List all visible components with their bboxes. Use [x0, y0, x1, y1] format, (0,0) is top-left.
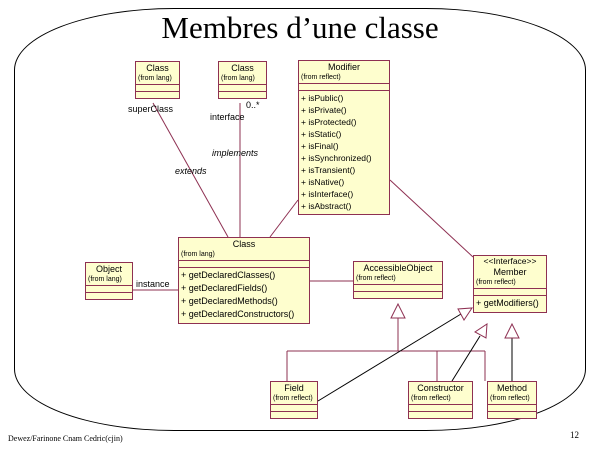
class-from-package: (from lang): [181, 251, 215, 258]
slide-page-number: 12: [570, 430, 579, 440]
class-name: AccessibleObject: [363, 263, 433, 273]
accessibleobject-generalization-triangle: [390, 302, 406, 319]
empty-operations-compartment: [488, 411, 536, 418]
label-instance: instance: [136, 279, 170, 289]
empty-operations-compartment: [354, 291, 442, 298]
empty-attributes-compartment: [219, 84, 266, 91]
label-implements: implements: [212, 148, 259, 158]
modifier-class-association-line: [269, 199, 299, 238]
class-name: Constructor: [417, 383, 464, 393]
class-box-main: Class (from lang) + getDeclaredClasses()…: [178, 237, 310, 324]
modifier-operations-compartment: + isPublic() + isPrivate() + isProtected…: [299, 90, 389, 214]
empty-attributes-compartment: [409, 404, 472, 411]
method-item: + getModifiers(): [476, 298, 539, 308]
constructor-class-box: Constructor (from reflect): [408, 381, 473, 419]
method-item: + isPrivate(): [301, 105, 347, 115]
class-operations-compartment: + getDeclaredClasses() + getDeclaredFiel…: [179, 267, 309, 323]
method-item: + isFinal(): [301, 141, 339, 151]
class-name: Method: [496, 383, 528, 393]
empty-operations-compartment: [86, 292, 132, 299]
class-name: Object: [95, 264, 122, 274]
method-class-box: Method (from reflect): [487, 381, 537, 419]
class-from-package: (from reflect): [476, 279, 516, 286]
empty-attributes-compartment: [474, 288, 546, 295]
class-name: Modifier: [327, 62, 360, 72]
slide-title: Membres d’une classe: [161, 10, 439, 45]
empty-operations-compartment: [409, 411, 472, 418]
constructor-member-realization-line: [451, 335, 481, 382]
empty-operations-compartment: [271, 411, 317, 418]
class-from-package: (from lang): [138, 75, 172, 82]
extends-association-line: [152, 102, 229, 238]
empty-operations-compartment: [136, 91, 179, 98]
class-name: Member: [493, 267, 527, 277]
method-item: + isPublic(): [301, 93, 344, 103]
empty-attributes-compartment: [488, 404, 536, 411]
method-item: + getDeclaredConstructors(): [181, 309, 295, 319]
interface-stereotype: <<Interface>>: [483, 256, 537, 266]
field-member-realization-line: [317, 313, 462, 402]
class-box-interface: Class (from lang): [218, 61, 267, 99]
member-operations-compartment: + getModifiers(): [474, 295, 546, 312]
empty-attributes-compartment: [354, 284, 442, 291]
method-item: + isProtected(): [301, 117, 357, 127]
field-member-realization-triangle: [457, 307, 473, 321]
method-item: + getDeclaredMethods(): [181, 296, 278, 306]
class-from-package: (from lang): [88, 276, 122, 283]
method-item: + isTransient(): [301, 165, 356, 175]
label-interface: interface: [210, 112, 245, 122]
empty-attributes-compartment: [86, 285, 132, 292]
method-item: + getDeclaredFields(): [181, 283, 268, 293]
class-from-package: (from reflect): [411, 395, 451, 402]
class-from-package: (from reflect): [356, 275, 396, 282]
accessibleobject-class-box: AccessibleObject (from reflect): [353, 261, 443, 299]
class-from-package: (from reflect): [301, 74, 341, 81]
method-member-realization-triangle: [504, 322, 520, 339]
method-item: + isInterface(): [301, 189, 354, 199]
field-class-box: Field (from reflect): [270, 381, 318, 419]
label-superclass: superClass: [128, 104, 174, 114]
method-item: + isNative(): [301, 177, 345, 187]
method-item: + isAbstract(): [301, 201, 352, 211]
modifier-member-association-line: [389, 179, 474, 258]
label-interface-multiplicity: 0..*: [246, 100, 260, 110]
method-item: + isSynchronized(): [301, 153, 372, 163]
constructor-member-realization-triangle: [474, 323, 488, 339]
label-extends: extends: [175, 166, 207, 176]
empty-attributes-compartment: [179, 260, 309, 267]
member-interface-box: <<Interface>> Member (from reflect) + ge…: [473, 255, 547, 313]
class-name: Class: [231, 63, 254, 73]
method-item: + getDeclaredClasses(): [181, 270, 276, 280]
empty-attributes-compartment: [299, 83, 389, 90]
class-name: Class: [232, 239, 256, 249]
class-from-package: (from lang): [221, 75, 255, 82]
empty-attributes-compartment: [136, 84, 179, 91]
object-class-box: Object (from lang): [85, 262, 133, 300]
class-from-package: (from reflect): [273, 395, 313, 402]
class-name: Class: [146, 63, 169, 73]
class-box-superclass: Class (from lang): [135, 61, 180, 99]
modifier-class-box: Modifier (from reflect) + isPublic() + i…: [298, 60, 390, 215]
empty-attributes-compartment: [271, 404, 317, 411]
class-name: Field: [284, 383, 304, 393]
slide-border: [14, 8, 586, 431]
class-from-package: (from reflect): [490, 395, 530, 402]
empty-operations-compartment: [219, 91, 266, 98]
method-item: + isStatic(): [301, 129, 342, 139]
slide-footer-credits: Dewez/Farinone Cnam Cedric(cjin): [8, 434, 123, 443]
